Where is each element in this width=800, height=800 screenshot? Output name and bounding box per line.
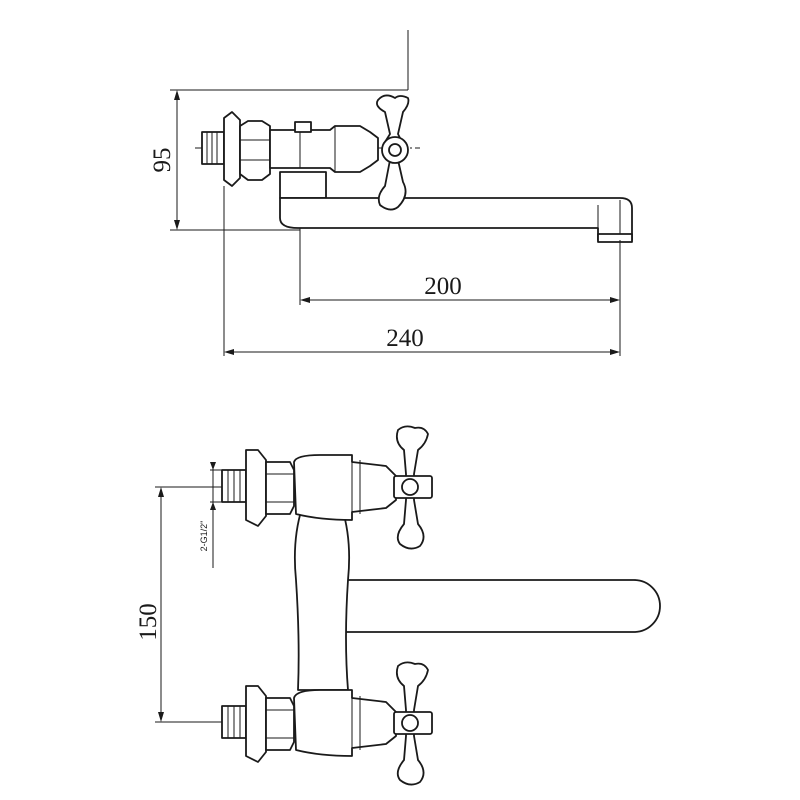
- front-connector: [293, 507, 351, 691]
- arrow-95-bottom: [174, 220, 180, 230]
- lower-flange: [245, 685, 267, 763]
- valve-body: [269, 125, 379, 173]
- dim-label-200: 200: [424, 273, 462, 300]
- aerator: [597, 233, 633, 243]
- body-knob: [294, 121, 312, 133]
- flange: [223, 111, 241, 187]
- handle-cap: [388, 143, 402, 157]
- upper-valve: [190, 425, 433, 550]
- front-view: 2-G1/2" 150: [135, 425, 661, 786]
- upper-flange: [245, 449, 267, 527]
- front-spout: [329, 579, 661, 633]
- lower-handle-cap: [401, 714, 419, 732]
- dim-label-150: 150: [135, 603, 162, 641]
- top-view: 95: [149, 30, 633, 356]
- upper-hex-nut: [265, 461, 295, 515]
- lower-valve-body: [293, 689, 397, 757]
- spout: [279, 197, 633, 241]
- upper-valve-body: [293, 454, 397, 521]
- spout-collar: [279, 171, 327, 199]
- lower-valve: [190, 661, 433, 786]
- dim-label-95: 95: [149, 148, 176, 173]
- inlet-thread: [201, 131, 225, 165]
- thread-label: 2-G1/2": [199, 521, 209, 552]
- arrow-95-top: [174, 90, 180, 100]
- hex-nut: [239, 120, 271, 181]
- lower-hex-nut: [265, 697, 295, 751]
- dim-label-240: 240: [386, 325, 424, 352]
- upper-handle-cap: [401, 478, 419, 496]
